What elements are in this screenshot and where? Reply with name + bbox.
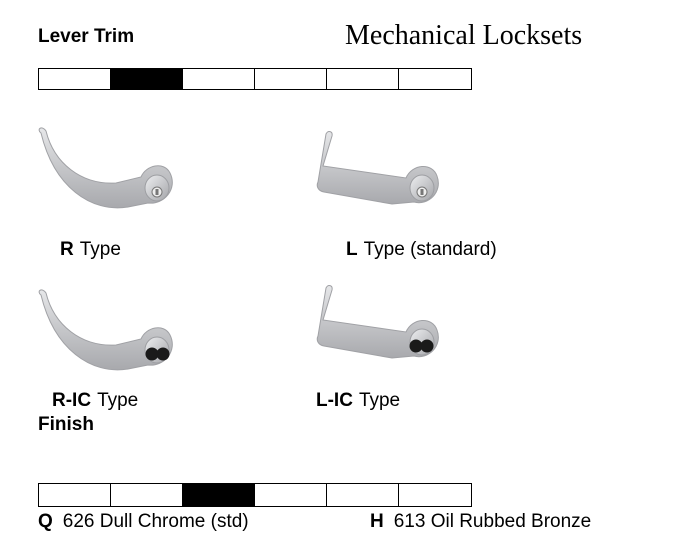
- finish-label: 613 Oil Rubbed Bronze: [393, 511, 592, 532]
- lever-type: Type: [358, 390, 401, 411]
- finish-label: 626 Dull Chrome (std): [62, 511, 249, 532]
- l-type-lever-icon: [316, 131, 439, 205]
- r-type-lever-icon: [38, 127, 173, 209]
- tab-segment: [327, 69, 399, 89]
- tab-segment-active: [183, 484, 255, 506]
- r-ic-type-lever-icon: [38, 289, 173, 371]
- finish-code: H: [370, 511, 384, 532]
- tab-segment: [399, 484, 471, 506]
- tab-segment-active: [111, 69, 183, 89]
- document-title: Mechanical Locksets: [345, 20, 583, 51]
- tab-segment: [39, 69, 111, 89]
- lever-code: R-IC: [52, 390, 92, 411]
- tab-segment: [255, 69, 327, 89]
- tab-segment: [183, 69, 255, 89]
- finish-title: Finish: [38, 414, 94, 435]
- tab-segment: [327, 484, 399, 506]
- tab-segment: [39, 484, 111, 506]
- finish-option-h: H 613 Oil Rubbed Bronze: [370, 511, 591, 533]
- lever-code: R: [60, 239, 74, 260]
- l-ic-type-lever-icon: [316, 285, 439, 359]
- finish-tab-bar: [38, 483, 472, 507]
- lever-type: Type: [79, 239, 121, 260]
- tab-segment: [399, 69, 471, 89]
- finish-code: Q: [38, 511, 53, 532]
- lever-type: Type (standard): [363, 239, 497, 260]
- section-title: Lever Trim: [38, 26, 135, 47]
- finish-option-q: Q 626 Dull Chrome (std): [38, 511, 249, 533]
- lever-code: L: [346, 239, 358, 260]
- lever-type: Type: [97, 390, 139, 411]
- tab-segment: [255, 484, 327, 506]
- tab-segment: [111, 484, 183, 506]
- lever-trim-tab-bar: [38, 68, 472, 90]
- lever-code: L-IC: [316, 390, 353, 411]
